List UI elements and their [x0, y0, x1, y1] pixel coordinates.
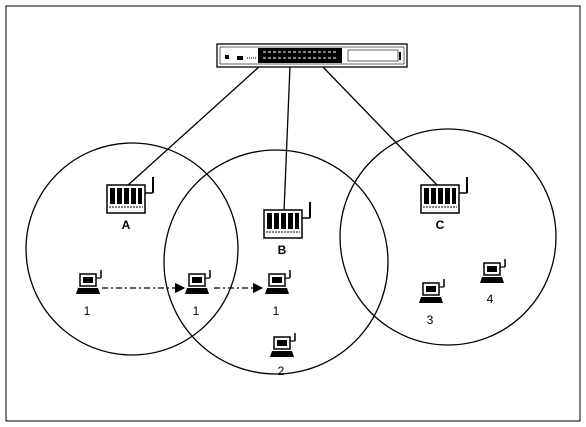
- access-point-icon: [420, 176, 468, 214]
- client-label: 3: [427, 313, 434, 327]
- network-switch-icon: [216, 43, 408, 68]
- uplink-a: [126, 65, 261, 187]
- client-label: 1: [273, 304, 280, 318]
- client-1-cell-b: 1: [264, 269, 291, 318]
- client-label: 4: [487, 292, 494, 306]
- laptop-icon: [418, 278, 445, 304]
- coverage-area-b: [163, 149, 389, 375]
- access-point-label: C: [436, 218, 445, 232]
- laptop-icon: [184, 269, 211, 295]
- access-point-label: A: [122, 218, 131, 232]
- client-3: 3: [418, 278, 445, 327]
- laptop-icon: [269, 332, 296, 358]
- access-point-icon: [106, 176, 154, 214]
- uplink-c: [321, 65, 439, 187]
- diagram-frame: [5, 5, 581, 422]
- uplink-b: [283, 65, 291, 213]
- client-2: 2: [269, 332, 296, 378]
- client-1-cell-a: 1: [75, 269, 102, 318]
- client-label: 1: [193, 304, 200, 318]
- access-point-icon: [263, 201, 311, 239]
- laptop-icon: [264, 269, 291, 295]
- laptop-icon: [479, 258, 506, 284]
- client-label: 2: [278, 364, 285, 378]
- coverage-area-a: [25, 142, 239, 356]
- coverage-area-c: [339, 128, 557, 346]
- access-point-c: C: [420, 176, 468, 232]
- client-4: 4: [479, 258, 506, 306]
- access-point-b: B: [263, 201, 311, 257]
- client-1-overlap: 1: [184, 269, 211, 318]
- laptop-icon: [75, 269, 102, 295]
- access-point-a: A: [106, 176, 154, 232]
- client-label: 1: [84, 304, 91, 318]
- access-point-label: B: [278, 243, 287, 257]
